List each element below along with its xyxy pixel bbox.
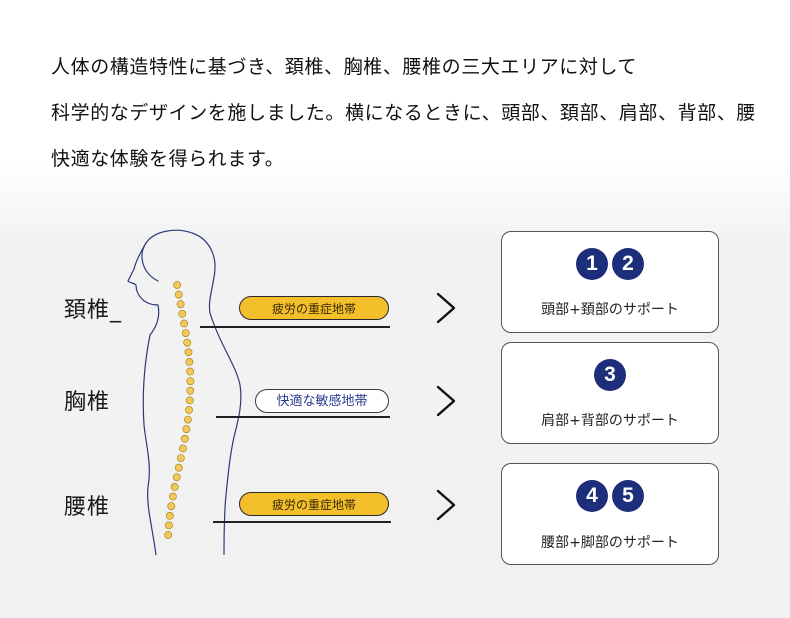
vertebra-dot xyxy=(165,521,173,530)
vertebra-dot xyxy=(180,319,188,328)
zone-underline-thoracic xyxy=(216,416,390,418)
vertebra-dot xyxy=(181,329,190,337)
zone-pill-lumbar: 疲労の重症地帯 xyxy=(239,492,389,516)
number-badges: 4 5 xyxy=(502,480,718,512)
card-label: 肩部+背部のサポート xyxy=(541,413,679,429)
chevron-right-icon xyxy=(436,292,456,324)
support-card-shoulder-back: 3 肩部+背部のサポート xyxy=(501,342,719,444)
support-card-head-neck: 1 2 頭部+頚部のサポート xyxy=(501,231,719,333)
number-badge: 2 xyxy=(612,248,644,280)
vertebra-dot xyxy=(185,406,193,414)
vertebra-dot xyxy=(186,386,195,395)
chevron-right-icon xyxy=(436,489,456,521)
vertebra-dot xyxy=(184,348,193,357)
vertebra-dot xyxy=(182,425,191,434)
vertebra-dot xyxy=(185,396,194,405)
zone-pill-cervical: 疲労の重症地帯 xyxy=(239,296,389,320)
vertebra-dot xyxy=(178,309,187,318)
vertebra-dot xyxy=(186,377,195,386)
vertebra-dot xyxy=(174,290,183,299)
vertebra-dot xyxy=(186,367,194,376)
zone-underline-cervical xyxy=(200,326,390,328)
vertebra-dot xyxy=(183,338,192,347)
zone-pill-thoracic: 快適な敏感地帯 xyxy=(255,389,389,413)
region-label-lumbar: 腰椎 xyxy=(64,495,111,520)
number-badge: 1 xyxy=(576,248,608,280)
vertebra-dot xyxy=(166,511,174,520)
vertebra-dot xyxy=(170,482,179,491)
vertebra-dot xyxy=(180,434,189,443)
vertebra-dot xyxy=(172,473,181,482)
vertebra-dot xyxy=(176,300,185,309)
region-label-thoracic: 胸椎 xyxy=(64,390,111,415)
spine-dots xyxy=(164,281,195,539)
chevron-right-icon xyxy=(436,385,456,417)
number-badge: 4 xyxy=(576,480,608,512)
vertebra-dot xyxy=(167,502,176,511)
vertebra-dot xyxy=(185,357,194,366)
vertebra-dot xyxy=(164,531,173,539)
zone-underline-lumbar xyxy=(213,521,391,523)
vertebra-dot xyxy=(173,281,182,289)
intro-line-2: 科学的なデザインを施しました。横になるときに、頭部、頚部、肩部、背部、腰 xyxy=(51,102,757,124)
vertebra-dot xyxy=(169,492,177,501)
intro-line-3: 快適な体験を得られます。 xyxy=(51,148,285,170)
human-profile-figure-icon xyxy=(127,229,242,555)
vertebra-dot xyxy=(176,454,185,462)
card-label: 頭部+頚部のサポート xyxy=(541,302,679,318)
region-label-cervical: 頚椎_ xyxy=(64,298,123,323)
number-badges: 1 2 xyxy=(502,248,718,280)
number-badges: 3 xyxy=(502,359,718,391)
card-label: 腰部+脚部のサポート xyxy=(541,535,679,551)
vertebra-dot xyxy=(184,415,192,424)
number-badge: 5 xyxy=(612,480,644,512)
vertebra-dot xyxy=(174,463,183,472)
intro-line-1: 人体の構造特性に基づき、頚椎、胸椎、腰椎の三大エリアに対して xyxy=(51,56,638,78)
number-badge: 3 xyxy=(594,359,626,391)
support-card-waist-leg: 4 5 腰部+脚部のサポート xyxy=(501,463,719,565)
vertebra-dot xyxy=(179,444,187,453)
